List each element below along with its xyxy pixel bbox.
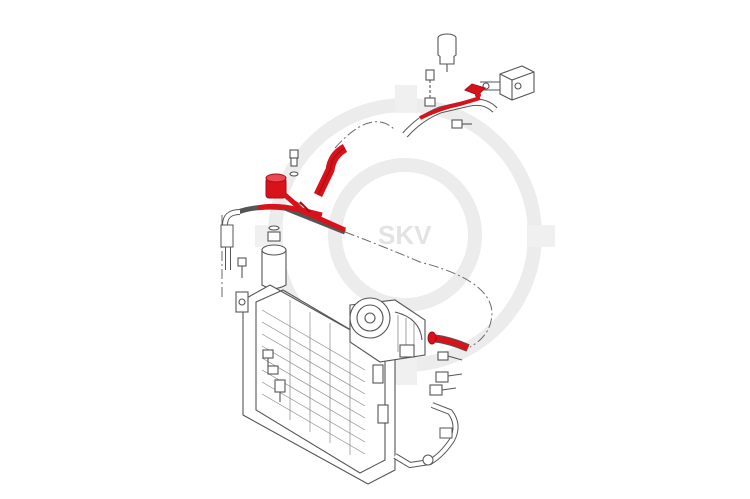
bolt-icon xyxy=(274,379,286,402)
bolt-icon xyxy=(237,257,247,278)
left-hose xyxy=(220,209,241,270)
receiver-drier xyxy=(261,225,287,290)
connector-block xyxy=(480,65,535,101)
condenser-fins xyxy=(261,300,366,455)
bolt-icon xyxy=(262,349,279,375)
pressure-switch xyxy=(424,33,457,107)
watermark-text: SKV xyxy=(378,220,432,250)
compressor xyxy=(349,297,426,363)
lower-refrigerant-line xyxy=(393,402,459,469)
upper-refrigerant-line xyxy=(402,83,498,138)
manifold-pipe xyxy=(237,144,348,235)
bolt-icon xyxy=(289,149,299,177)
bolt-icon xyxy=(437,351,463,361)
bolt-icon xyxy=(451,119,472,129)
suction-hose-end xyxy=(427,331,470,352)
bolt-icon xyxy=(429,371,463,396)
